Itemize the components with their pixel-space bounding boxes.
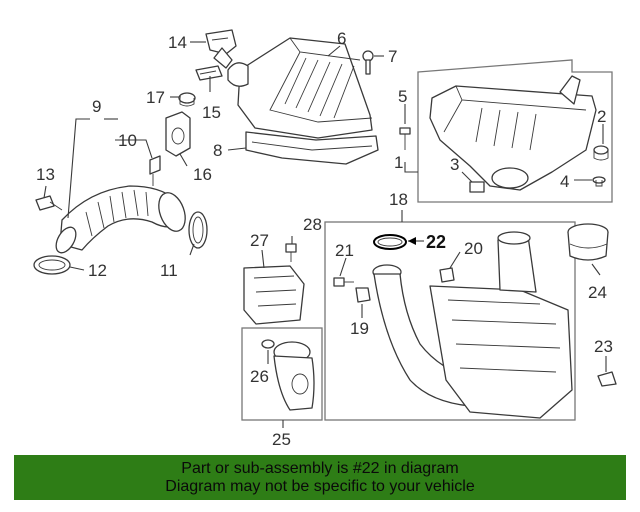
grommet-26 [261, 339, 275, 349]
callout-26: 26 [250, 367, 269, 386]
intake-air-temp-sensor [165, 111, 191, 157]
mount-3 [469, 181, 485, 193]
callout-27: 27 [250, 231, 269, 250]
callout-24: 24 [588, 283, 607, 302]
callout-13: 13 [36, 165, 55, 184]
callout-11: 11 [160, 261, 178, 280]
callout-18: 18 [389, 190, 408, 209]
callout-14: 14 [168, 33, 187, 52]
bolt-20 [439, 267, 455, 283]
resonator-group-box [324, 221, 576, 421]
intake-boot-24 [567, 223, 609, 261]
sensor-gasket [195, 65, 223, 81]
callout-6: 6 [337, 29, 346, 48]
grommet-2 [593, 145, 609, 161]
callout-17: 17 [146, 88, 165, 107]
air-cleaner-case [429, 75, 597, 191]
callout-25: 25 [272, 430, 291, 449]
bracket-27 [243, 265, 305, 325]
inlet-duct-group-box [241, 327, 323, 421]
callout-10: 10 [118, 131, 137, 150]
mass-airflow-sensor [205, 29, 237, 69]
collar-19 [355, 287, 371, 303]
callout-4: 4 [560, 172, 569, 191]
callout-22-highlighted: 22 [426, 232, 446, 252]
callout-20: 20 [464, 239, 483, 258]
resonator-duct [372, 231, 573, 419]
callout-8: 8 [213, 141, 222, 160]
callout-9: 9 [92, 97, 101, 116]
clip-10 [149, 155, 161, 186]
callout-2: 2 [597, 107, 606, 126]
callout-1: 1 [394, 153, 403, 172]
clamp-12 [33, 255, 71, 275]
bolt-23 [597, 371, 617, 387]
nut-17 [178, 92, 196, 107]
bolt-21 [333, 277, 354, 287]
callout-5: 5 [398, 87, 407, 106]
callout-23: 23 [594, 337, 613, 356]
callout-21: 21 [335, 241, 354, 260]
banner-line-2: Diagram may not be specific to your vehi… [165, 478, 475, 495]
clamp-11 [188, 211, 208, 249]
air-intake-tube [55, 185, 186, 254]
bolt-4 [592, 176, 606, 187]
callout-7: 7 [388, 47, 397, 66]
bolt-28 [285, 243, 297, 262]
bolt-5 [399, 127, 411, 150]
callout-15: 15 [202, 103, 221, 122]
callout-19: 19 [350, 319, 369, 338]
arrow-head-22 [408, 237, 416, 245]
callout-3: 3 [450, 155, 459, 174]
inlet-duct-25 [273, 341, 315, 411]
callout-16: 16 [193, 165, 212, 184]
bolt-7 [362, 50, 374, 75]
bolt-13 [35, 195, 63, 211]
banner-line-1: Part or sub-assembly is #22 in diagram [181, 460, 459, 477]
callout-12: 12 [88, 261, 107, 280]
air-cleaner-cover [227, 37, 373, 139]
air-filter-element [245, 131, 379, 165]
air-cleaner-case-group-box [417, 59, 613, 203]
callout-28: 28 [303, 215, 322, 234]
info-banner: Part or sub-assembly is #22 in diagram D… [14, 455, 626, 500]
gasket-22 [373, 234, 407, 250]
